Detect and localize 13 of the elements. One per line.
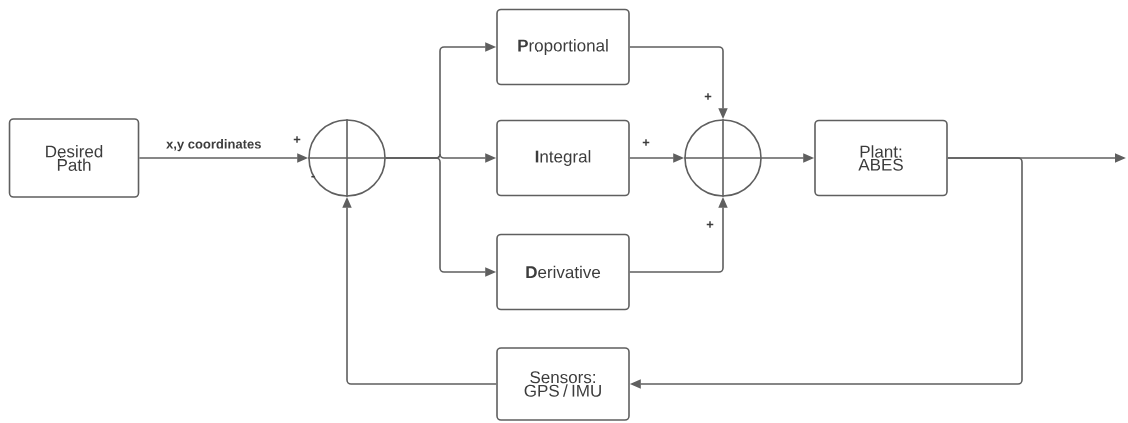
sign-label: +: [642, 139, 650, 146]
sign-label: -: [311, 175, 315, 178]
process-box: Derivative: [496, 233, 630, 311]
process-box: Desired Path: [8, 118, 140, 198]
summing-junction: [307, 118, 387, 198]
sign-label: +: [706, 221, 714, 228]
process-box: Plant: ABES: [814, 119, 948, 197]
edge-label: x,y coordinates: [165, 138, 263, 153]
sign-label: +: [704, 93, 712, 100]
process-box: Sensors: GPS / IMU: [496, 347, 630, 421]
process-box: Proportional: [496, 8, 630, 86]
process-box: Integral: [496, 119, 630, 197]
summing-junction: [683, 118, 763, 198]
